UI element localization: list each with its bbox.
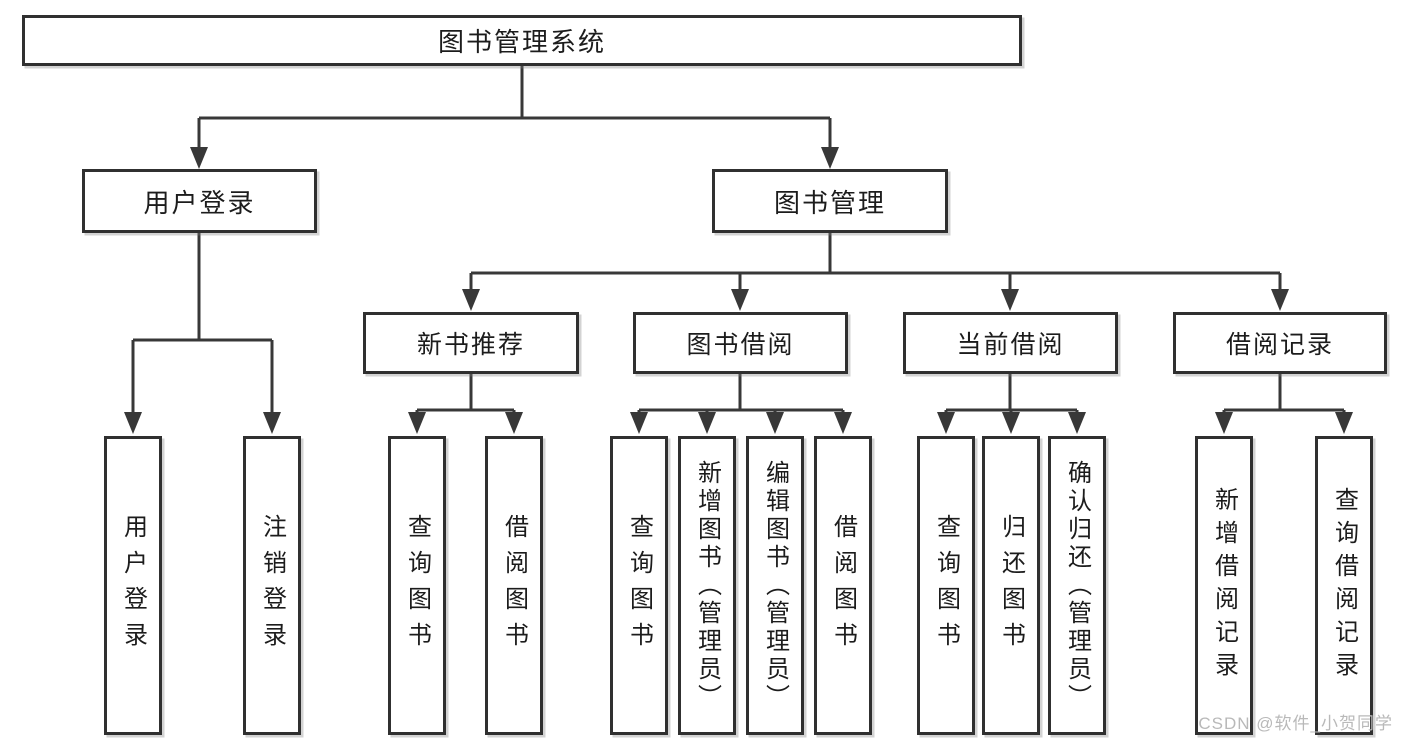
node-leaf-add-borrow-record: 新增借阅记录 xyxy=(1195,436,1253,735)
node-leaf-user-login: 用户登录 xyxy=(104,436,162,735)
node-book-borrow: 图书借阅 xyxy=(633,312,848,374)
node-borrow-records: 借阅记录 xyxy=(1173,312,1387,374)
node-leaf-borrow-books: 借阅图书 xyxy=(814,436,872,735)
node-leaf-return-books: 归还图书 xyxy=(982,436,1040,735)
node-user-login: 用户登录 xyxy=(82,169,317,233)
node-leaf-borrow-books-recommend: 借阅图书 xyxy=(485,436,543,735)
node-leaf-logout: 注销登录 xyxy=(243,436,301,735)
watermark: CSDN @软件_小贺同学 xyxy=(1198,714,1393,733)
node-leaf-query-books-current: 查询图书 xyxy=(917,436,975,735)
node-leaf-edit-book-admin: 编辑图书（管理员） xyxy=(746,436,804,735)
node-root: 图书管理系统 xyxy=(22,15,1022,66)
node-leaf-add-book-admin: 新增图书（管理员） xyxy=(678,436,736,735)
node-book-management: 图书管理 xyxy=(712,169,948,233)
node-leaf-confirm-return-admin: 确认归还（管理员） xyxy=(1048,436,1106,735)
node-leaf-query-books-borrow: 查询图书 xyxy=(610,436,668,735)
node-new-book-recommend: 新书推荐 xyxy=(363,312,579,374)
node-current-borrow: 当前借阅 xyxy=(903,312,1118,374)
node-leaf-query-books-recommend: 查询图书 xyxy=(388,436,446,735)
node-leaf-query-borrow-record: 查询借阅记录 xyxy=(1315,436,1373,735)
